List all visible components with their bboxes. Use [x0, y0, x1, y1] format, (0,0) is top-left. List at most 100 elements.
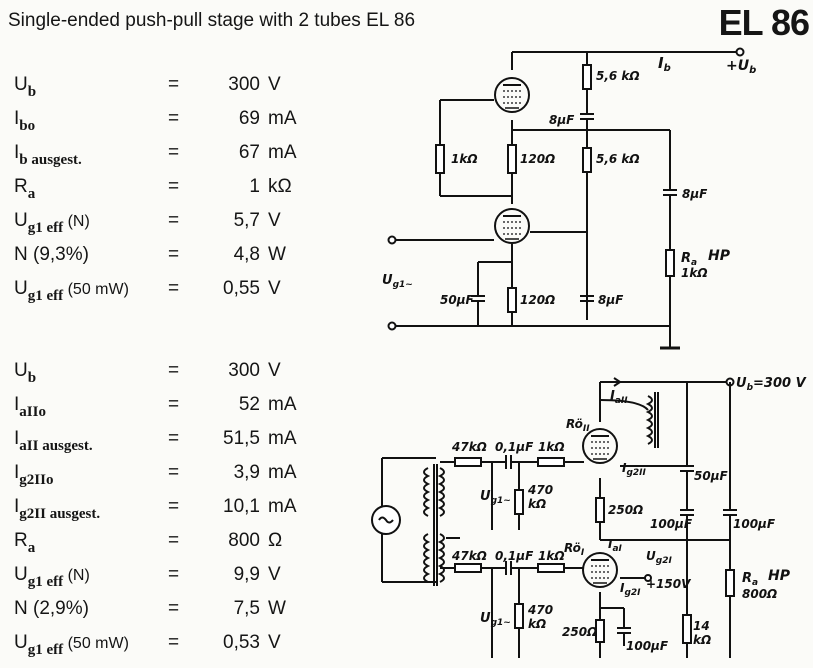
circuit-2-labels: Ub=300 V IaII RöII 47kΩ 0,1µF 1kΩ 470 kΩ… [451, 376, 807, 653]
spec-symbol: N (9,3%) [14, 244, 89, 265]
r-1k-bot: 1kΩ [538, 549, 565, 563]
spec-equals: = [168, 462, 180, 483]
ub-label: Ub=300 V [736, 376, 807, 393]
spec-unit: V [268, 564, 281, 585]
spec-value: 9,9 [233, 564, 260, 585]
c-100-b: 100µF [733, 517, 776, 531]
spec-value: 1 [249, 176, 260, 197]
spec-unit: mA [268, 496, 297, 517]
spec-unit: mA [268, 394, 297, 415]
ra-value: 1kΩ [681, 266, 708, 280]
spec-symbol: Ug1 eff (50 mW) [14, 278, 129, 304]
spec-value: 4,8 [233, 244, 260, 265]
plus-150-label: +150V [646, 577, 692, 591]
spec-unit: Ω [268, 530, 283, 551]
ug1-label: Ug1~ [382, 273, 413, 290]
hp2-label: HP [768, 568, 791, 584]
spec-unit: V [268, 210, 281, 231]
r-56k-top: 5,6 kΩ [596, 69, 640, 83]
r-470-top: 470 [527, 483, 553, 497]
c-01-bot: 0,1µF [495, 549, 534, 563]
spec-symbol: Ug1 eff (N) [14, 210, 90, 236]
circuit-1 [387, 47, 745, 350]
spec-unit: mA [268, 462, 297, 483]
spec-unit: kΩ [268, 176, 292, 197]
spec-symbol: Ub [14, 74, 37, 100]
spec-unit: W [268, 244, 286, 265]
spec-equals: = [168, 74, 180, 95]
spec-value: 800 [228, 530, 260, 551]
r-1k-top: 1kΩ [538, 440, 565, 454]
spec-value: 51,5 [223, 428, 260, 449]
spec-symbol: Ibo [14, 108, 36, 134]
r-47k-bot: 47kΩ [451, 549, 487, 563]
spec-unit: V [268, 360, 281, 381]
r-470-top-unit: kΩ [528, 497, 546, 511]
spec-symbol: Ub [14, 360, 37, 386]
spec-unit: mA [268, 108, 297, 129]
spec-value: 52 [238, 394, 260, 415]
r-120-bot: 120Ω [520, 293, 555, 307]
spec-symbol: Ig2II ausgest. [14, 496, 101, 522]
spec-symbol: Ra [14, 530, 36, 556]
ig21-label: Ig2I [620, 581, 641, 598]
spec-unit: W [268, 598, 286, 619]
spec-equals: = [168, 244, 180, 265]
spec-value: 67 [238, 142, 260, 163]
ig22-label: Ig2II [622, 461, 647, 478]
ro1-label: RöI [564, 541, 585, 558]
spec-value: 0,55 [223, 278, 260, 299]
spec-equals: = [168, 564, 180, 585]
ra2-value: 800Ω [742, 587, 777, 601]
r-250-bot: 250Ω [562, 625, 597, 639]
spec-equals: = [168, 142, 180, 163]
spec-unit: mA [268, 142, 297, 163]
c-01-top: 0,1µF [495, 440, 534, 454]
spec-value: 7,5 [233, 598, 260, 619]
spec-equals: = [168, 598, 180, 619]
spec-equals: = [168, 496, 180, 517]
hp-label: HP [708, 248, 731, 264]
spec-unit: V [268, 74, 281, 95]
spec-unit: mA [268, 428, 297, 449]
c-50uf-2: 50µF [694, 469, 729, 483]
c-8uf-bot: 8µF [598, 293, 624, 307]
spec-equals: = [168, 632, 180, 653]
r-1k: 1kΩ [451, 152, 478, 166]
r-250-mid: 250Ω [608, 503, 643, 517]
spec-equals: = [168, 428, 180, 449]
ra2-label: Ra [742, 571, 758, 588]
spec-equals: = [168, 108, 180, 129]
page-title: Single-ended push-pull stage with 2 tube… [8, 10, 416, 31]
r-47k-top: 47kΩ [451, 440, 487, 454]
ia1-label: IaI [608, 537, 623, 554]
spec-value: 69 [238, 108, 260, 129]
r-14k-unit: kΩ [693, 633, 711, 647]
spec-equals: = [168, 176, 180, 197]
plus-ub-label: +Ub [726, 58, 756, 76]
ug21-label: Ug2I [646, 549, 672, 566]
r-14k: 14 [693, 619, 710, 633]
r-470-bot: 470 [527, 603, 553, 617]
spec-symbol: Ug1 eff (50 mW) [14, 632, 129, 658]
spec-value: 0,53 [223, 632, 260, 653]
spec-symbol: Ug1 eff (N) [14, 564, 90, 590]
ro2-label: RöII [566, 417, 590, 434]
spec-symbol: IaII ausgest. [14, 428, 93, 454]
spec-equals: = [168, 210, 180, 231]
r-470-bot-unit: kΩ [528, 617, 546, 631]
spec-symbol: IaIIo [14, 394, 46, 420]
spec-unit: V [268, 632, 281, 653]
c-50uf: 50µF [440, 293, 475, 307]
spec-value: 300 [228, 74, 260, 95]
ug1-bot-label: Ug1~ [480, 611, 511, 628]
ra-label: Ra [681, 251, 697, 268]
c-100-bot: 100µF [626, 639, 669, 653]
spec-equals: = [168, 530, 180, 551]
spec-value: 300 [228, 360, 260, 381]
spec-unit: V [268, 278, 281, 299]
spec-equals: = [168, 394, 180, 415]
r-120-top: 120Ω [520, 152, 555, 166]
spec-equals: = [168, 278, 180, 299]
c-8uf-out: 8µF [682, 187, 708, 201]
